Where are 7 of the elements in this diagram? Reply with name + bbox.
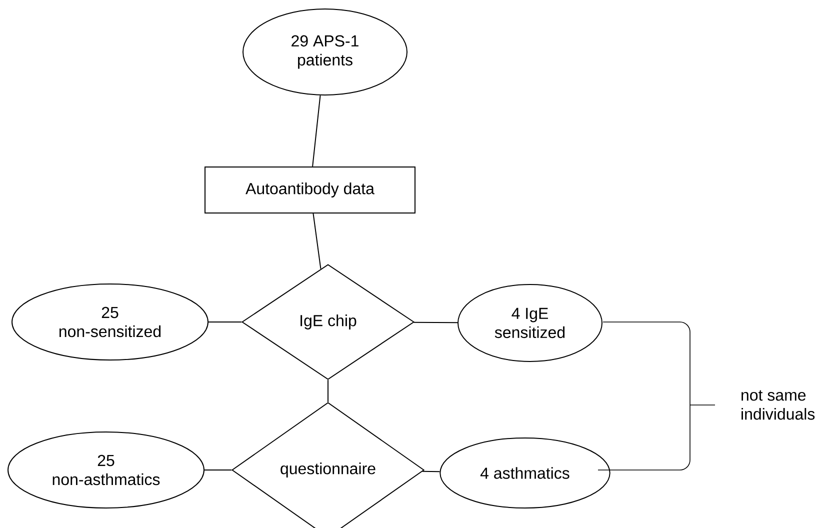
- note-label: not same individuals: [742, 390, 815, 420]
- connector-line: [413, 322, 458, 324]
- connector-line: [204, 469, 232, 470]
- connector-line: [422, 470, 440, 472]
- connector-line: [312, 213, 322, 270]
- connector-line: [312, 94, 321, 167]
- process-box: Autoantibody data: [204, 166, 416, 214]
